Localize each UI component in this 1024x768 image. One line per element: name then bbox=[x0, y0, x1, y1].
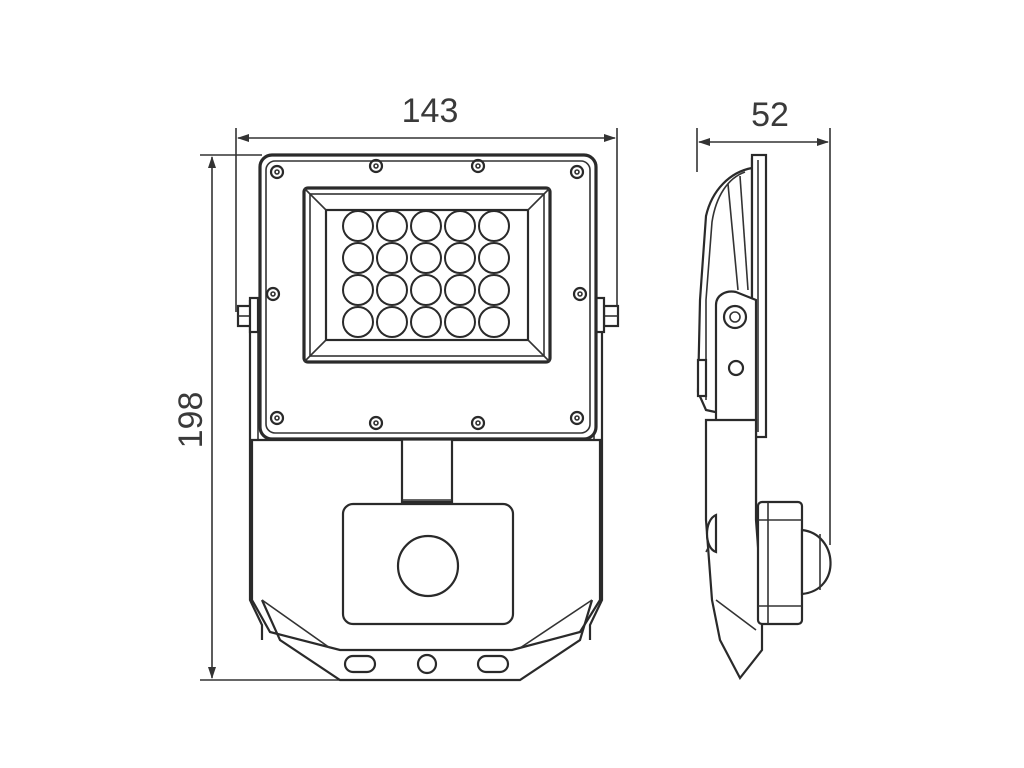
bottom-slot-left bbox=[343, 654, 377, 674]
led-array bbox=[342, 210, 510, 338]
side-sensor-dome bbox=[800, 528, 832, 596]
led-7 bbox=[376, 242, 408, 274]
front-view bbox=[236, 153, 620, 682]
led-18 bbox=[410, 306, 442, 338]
led-15 bbox=[478, 274, 510, 306]
led-16 bbox=[342, 306, 374, 338]
led-9 bbox=[444, 242, 476, 274]
led-3 bbox=[410, 210, 442, 242]
led-13 bbox=[410, 274, 442, 306]
side-pivot-pin bbox=[727, 359, 745, 377]
motion-sensor-lens bbox=[396, 534, 460, 598]
bottom-hole bbox=[416, 653, 438, 675]
led-11 bbox=[342, 274, 374, 306]
led-20 bbox=[478, 306, 510, 338]
led-14 bbox=[444, 274, 476, 306]
lamp-body bbox=[258, 153, 598, 441]
height-label: 198 bbox=[172, 392, 210, 449]
bottom-slot-right bbox=[476, 654, 510, 674]
side-view bbox=[696, 153, 832, 681]
right-bracket-bolt bbox=[594, 296, 620, 334]
depth-dimension: 52 bbox=[696, 96, 831, 545]
led-6 bbox=[342, 242, 374, 274]
led-4 bbox=[444, 210, 476, 242]
height-dimension: 198 bbox=[172, 154, 340, 681]
sensor-housing bbox=[250, 434, 602, 682]
led-8 bbox=[410, 242, 442, 274]
housing-screws bbox=[265, 158, 588, 431]
depth-label: 52 bbox=[751, 96, 789, 134]
side-pivot-bolt bbox=[722, 304, 748, 330]
led-10 bbox=[478, 242, 510, 274]
led-12 bbox=[376, 274, 408, 306]
led-5 bbox=[478, 210, 510, 242]
led-19 bbox=[444, 306, 476, 338]
width-label: 143 bbox=[402, 92, 459, 130]
led-1 bbox=[342, 210, 374, 242]
width-dimension: 143 bbox=[235, 92, 618, 312]
left-bracket-bolt bbox=[236, 296, 260, 334]
led-17 bbox=[376, 306, 408, 338]
led-2 bbox=[376, 210, 408, 242]
